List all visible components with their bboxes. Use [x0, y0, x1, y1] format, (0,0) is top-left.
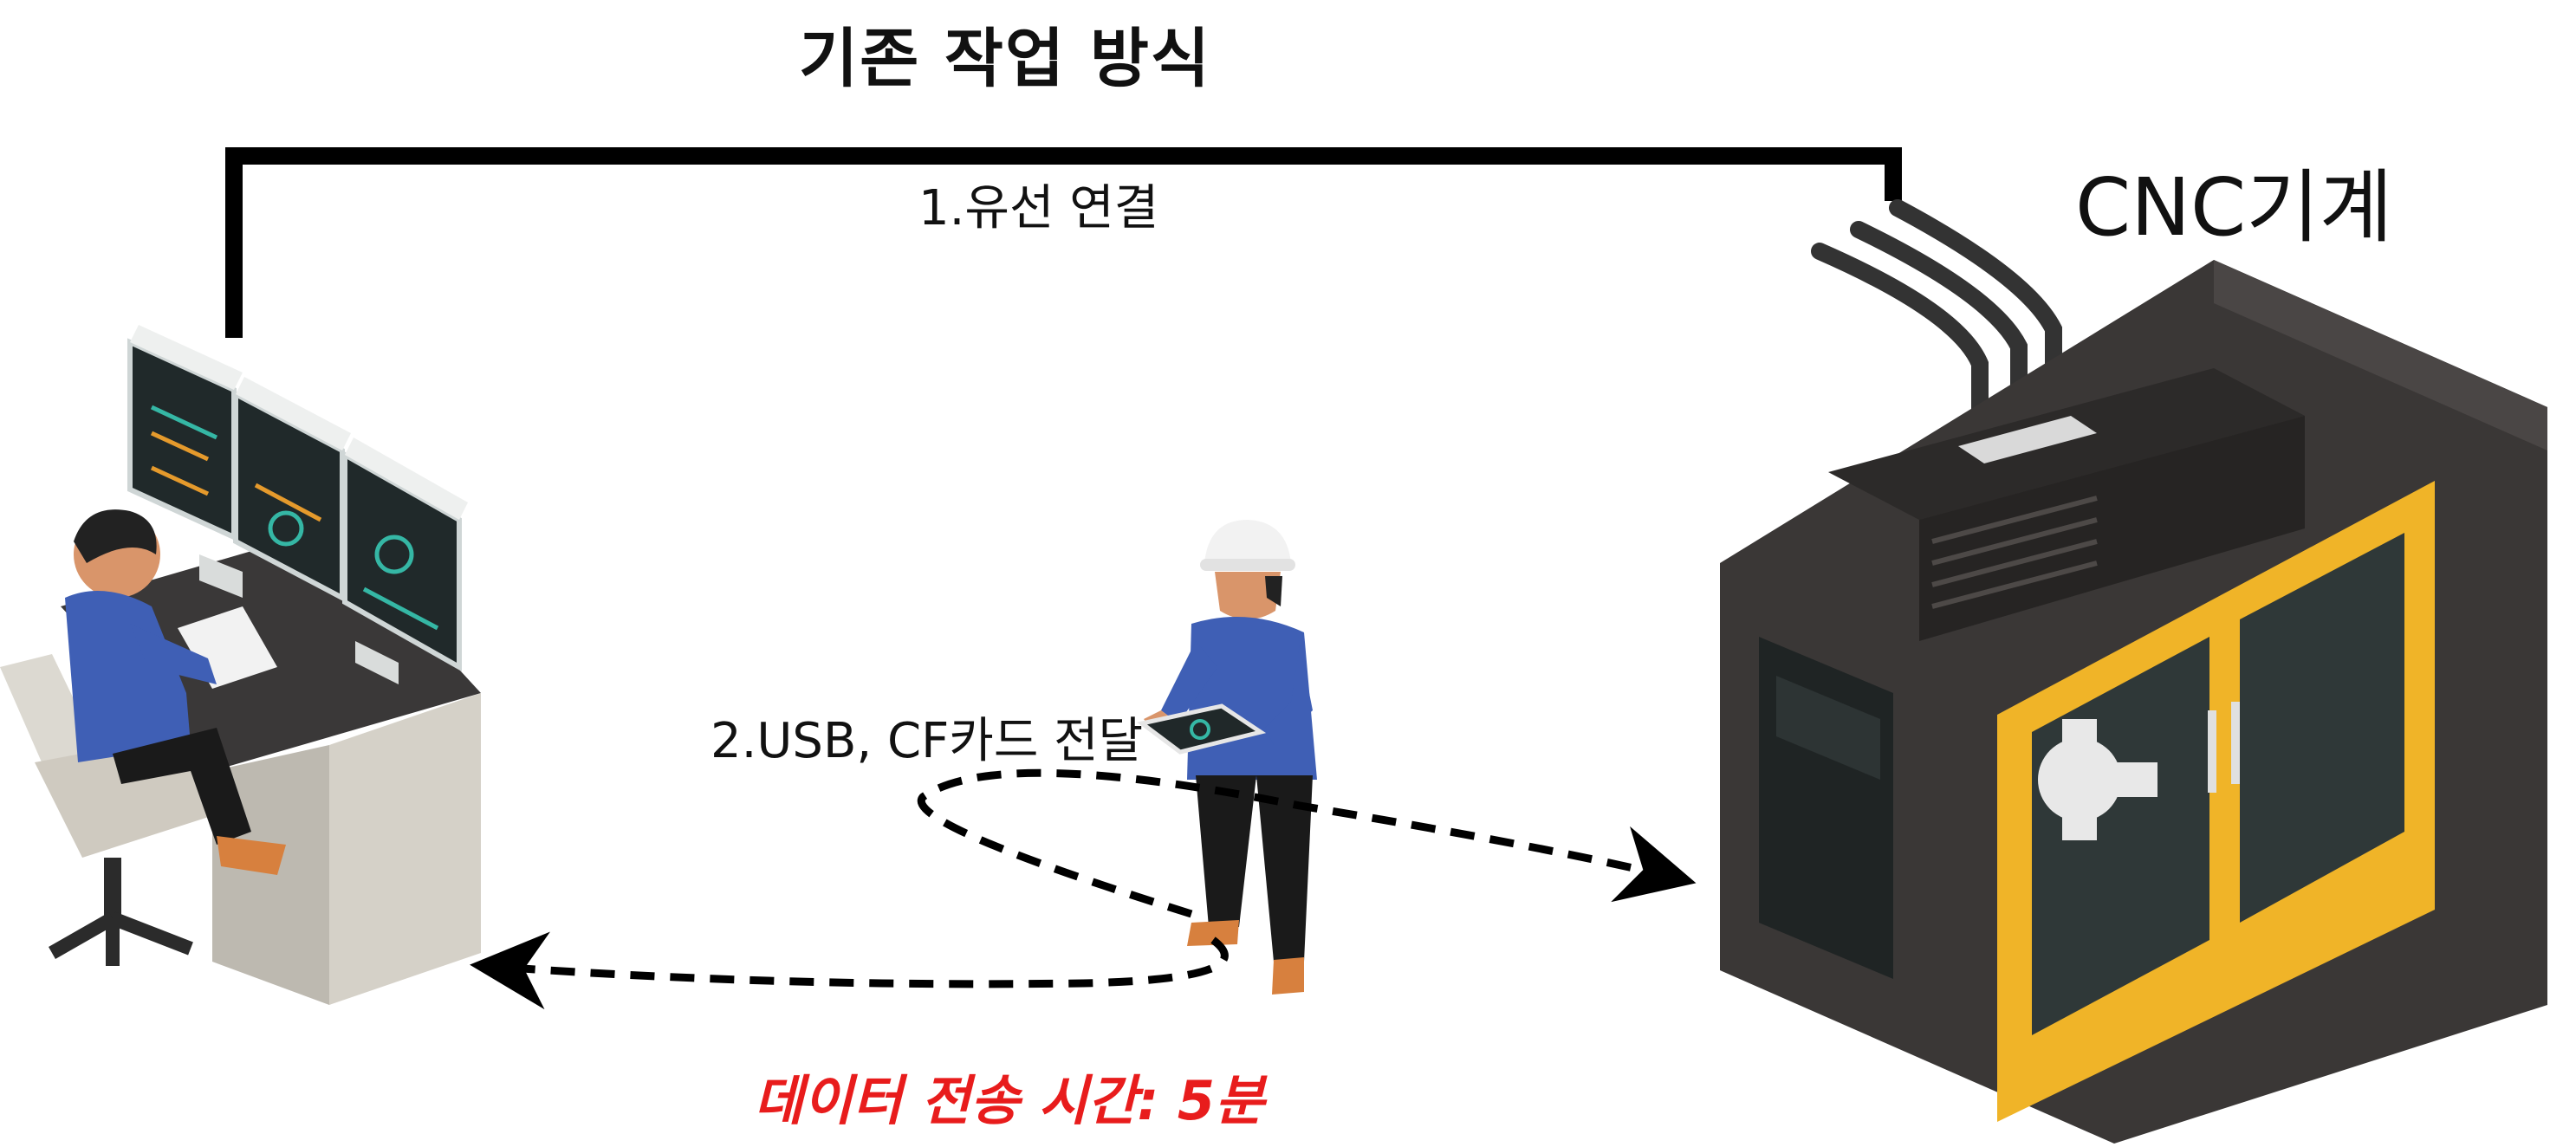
usb-transfer-label: 2.USB, CF카드 전달 [711, 713, 1144, 769]
wired-connection-label: 1.유선 연결 [918, 180, 1159, 237]
wired-connection-line [225, 147, 1902, 338]
cnc-machine-icon [1720, 199, 2547, 1144]
worker-with-tablet-icon [1137, 520, 1317, 995]
cnc-machine-label: CNC기계 [2075, 161, 2393, 254]
operator-workstation-icon [0, 325, 481, 1005]
transfer-path-to-workstation [470, 931, 1229, 1010]
transfer-time-label: 데이터 전송 시간: 5분 [754, 1069, 1265, 1132]
transfer-path-to-machine [917, 768, 1697, 918]
diagram-title: 기존 작업 방식 [798, 22, 1211, 96]
